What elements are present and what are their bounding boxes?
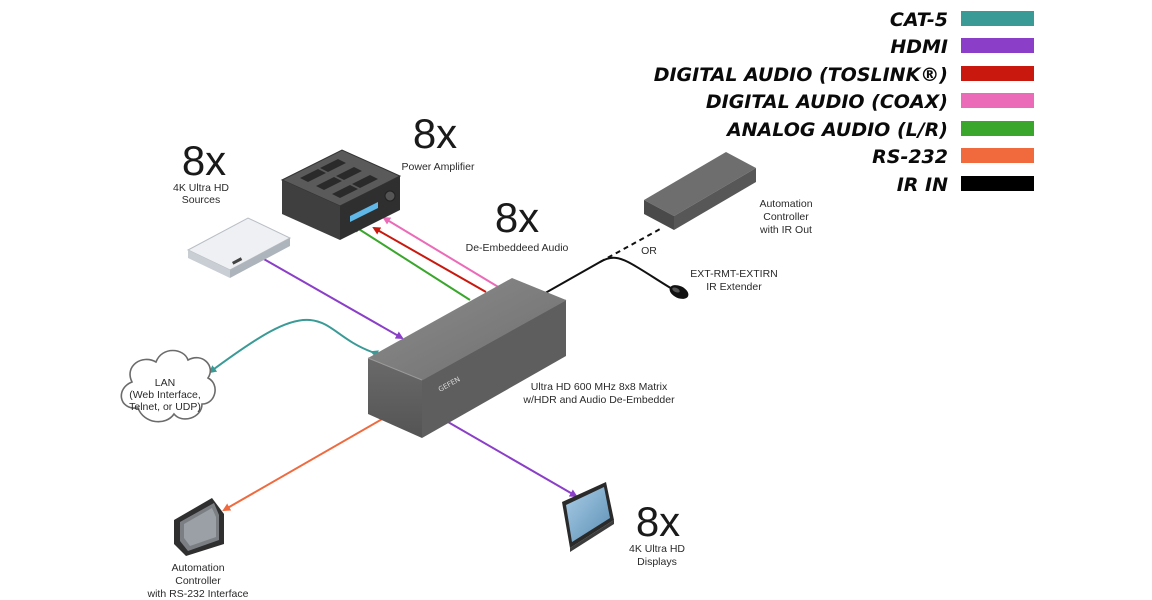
legend-item: CAT-5 bbox=[890, 9, 1034, 31]
ir-automation-line bbox=[599, 227, 663, 263]
displays-label: Displays bbox=[637, 556, 677, 568]
ir-controller-label: Controller bbox=[763, 211, 809, 223]
rs232-line bbox=[222, 411, 392, 511]
legend-label: DIGITAL AUDIO (COAX) bbox=[706, 91, 948, 113]
display-monitor-icon bbox=[562, 482, 614, 552]
sources-count: 8x bbox=[182, 137, 226, 184]
analog-audio-line bbox=[352, 224, 471, 301]
legend-label: CAT-5 bbox=[890, 9, 948, 31]
toslink-audio-line bbox=[372, 227, 487, 293]
matrix-switcher-icon bbox=[367, 278, 567, 438]
legend-label: IR IN bbox=[897, 174, 948, 196]
sources-label: Sources bbox=[182, 194, 221, 206]
legend-swatch bbox=[961, 176, 1034, 191]
amplifier-count: 8x bbox=[413, 110, 457, 157]
audio-label: De-Embeddeed Audio bbox=[466, 242, 569, 254]
source-player-icon bbox=[186, 217, 292, 278]
ir-controller-label: with IR Out bbox=[759, 224, 812, 236]
legend-swatch bbox=[961, 38, 1034, 53]
legend-item: DIGITAL AUDIO (TOSLINK®) bbox=[654, 64, 1034, 86]
displays-label: 4K Ultra HD bbox=[629, 543, 685, 555]
legend-label: RS-232 bbox=[872, 146, 948, 168]
hdmi-input-line bbox=[261, 257, 404, 339]
power-amplifier-icon bbox=[280, 149, 402, 240]
lan-label: Telnet, or UDP) bbox=[129, 401, 201, 413]
legend-item: IR IN bbox=[897, 174, 1034, 196]
legend-swatch bbox=[961, 93, 1034, 108]
legend-swatch bbox=[961, 148, 1034, 163]
ir-extender-icon bbox=[669, 285, 689, 299]
amplifier-label: Power Amplifier bbox=[402, 161, 475, 173]
audio-count: 8x bbox=[495, 194, 539, 241]
ir-extender-label: EXT-RMT-EXTIRN bbox=[690, 268, 778, 280]
or-label: OR bbox=[641, 245, 657, 257]
rs232-controller-label: Controller bbox=[175, 575, 221, 587]
displays-count: 8x bbox=[636, 498, 680, 545]
legend-item: ANALOG AUDIO (L/R) bbox=[725, 119, 1034, 141]
legend-label: HDMI bbox=[890, 36, 948, 58]
ir-controller-label: Automation bbox=[759, 198, 812, 210]
ir-extender-label: IR Extender bbox=[706, 281, 762, 293]
legend-item: RS-232 bbox=[872, 146, 1034, 168]
cat5-lan-line bbox=[208, 318, 380, 374]
legend-swatch bbox=[961, 66, 1034, 81]
ir-extender-line bbox=[539, 256, 675, 297]
legend-label: DIGITAL AUDIO (TOSLINK®) bbox=[654, 64, 948, 86]
rs232-controller-label: Automation bbox=[171, 562, 224, 574]
rs232-touch-panel-icon bbox=[174, 498, 224, 556]
legend-label: ANALOG AUDIO (L/R) bbox=[725, 119, 948, 141]
legend: CAT-5 HDMI DIGITAL AUDIO (TOSLINK®) DIGI… bbox=[654, 9, 1034, 196]
lan-label: LAN bbox=[155, 377, 175, 389]
legend-item: DIGITAL AUDIO (COAX) bbox=[706, 91, 1034, 113]
coax-audio-line bbox=[382, 216, 501, 289]
lan-cloud-icon bbox=[120, 349, 216, 423]
rs232-controller-label: with RS-232 Interface bbox=[147, 588, 249, 600]
connections bbox=[208, 216, 675, 511]
legend-swatch bbox=[961, 121, 1034, 136]
matrix-label: Ultra HD 600 MHz 8x8 Matrix bbox=[531, 381, 668, 393]
lan-label: (Web Interface, bbox=[129, 389, 201, 401]
legend-item: HDMI bbox=[890, 36, 1034, 58]
ir-automation-controller-icon bbox=[644, 152, 756, 230]
matrix-label: w/HDR and Audio De-Embedder bbox=[522, 394, 675, 406]
sources-label: 4K Ultra HD bbox=[173, 182, 229, 194]
legend-swatch bbox=[961, 11, 1034, 26]
hdmi-output-line bbox=[447, 421, 578, 498]
